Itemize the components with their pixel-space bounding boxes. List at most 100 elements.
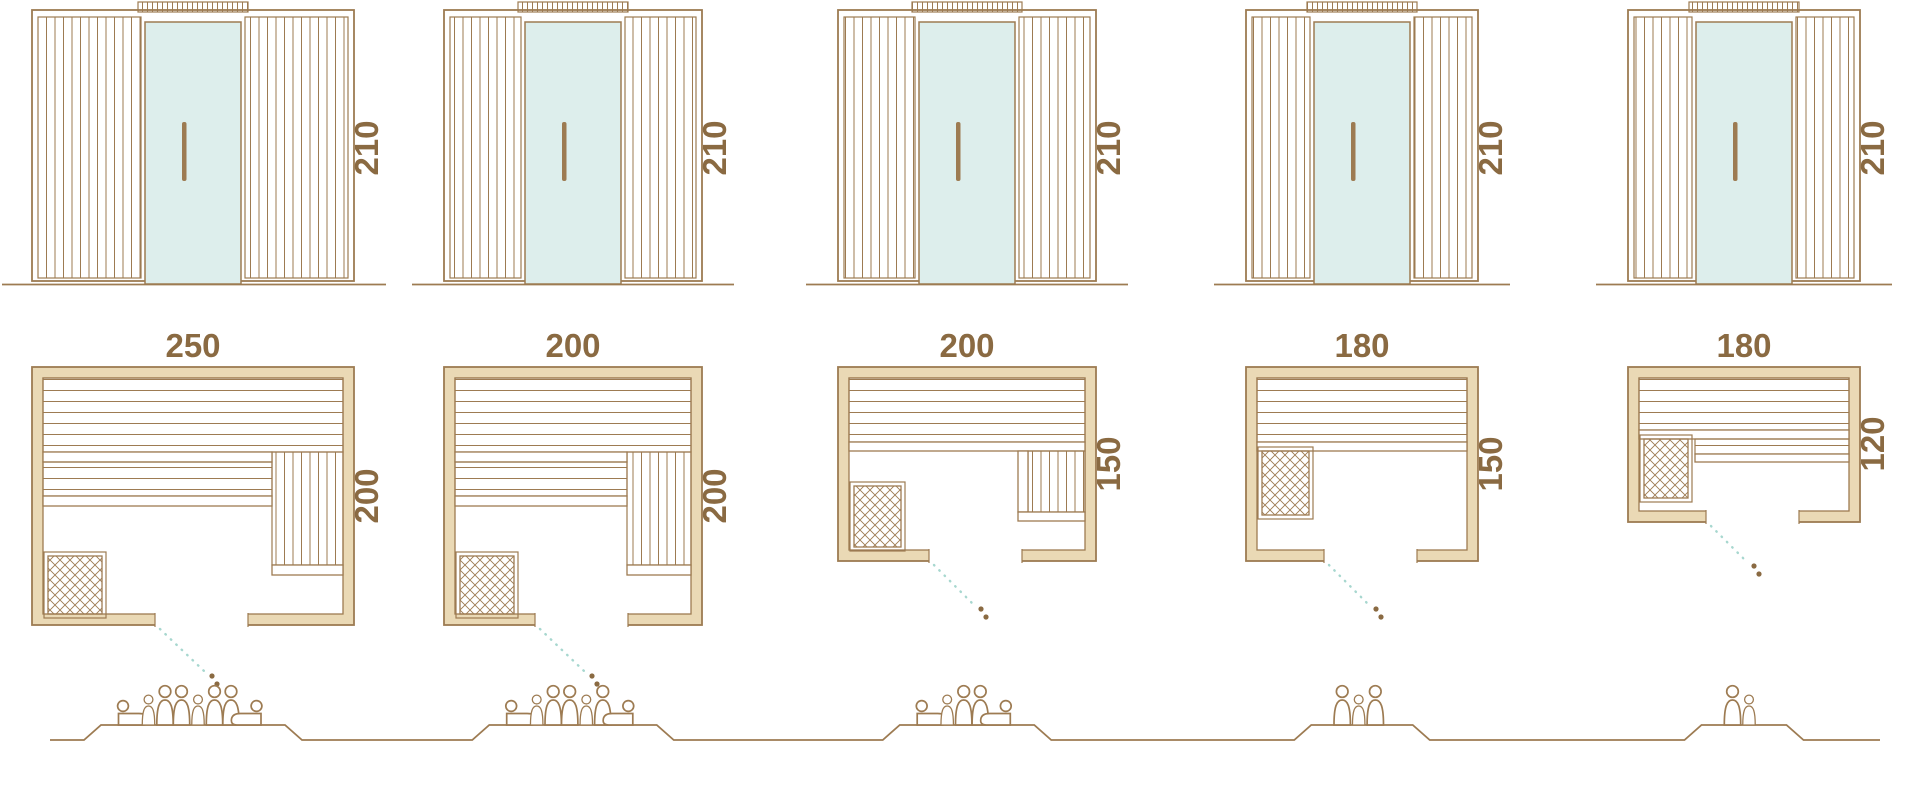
top-vent	[1306, 1, 1418, 13]
upper-bench	[1256, 377, 1468, 443]
door-swing	[1709, 524, 1748, 563]
upper-bench	[848, 377, 1086, 443]
door-swing	[932, 563, 975, 606]
width-dimension: 250	[165, 327, 220, 364]
person-icon	[1366, 684, 1385, 726]
person-icon	[1723, 684, 1742, 726]
front-elevation-4: 210	[1214, 1, 1510, 286]
front-elevation-3: 210	[806, 1, 1128, 286]
heater	[459, 555, 515, 615]
door-swing	[538, 627, 586, 673]
left-wall-panel	[843, 16, 916, 279]
person-icon	[172, 684, 191, 726]
capacity-group	[504, 684, 635, 726]
right-wall-panel	[1413, 16, 1473, 279]
heater-guard	[455, 551, 519, 619]
door-mark	[209, 673, 215, 679]
lower-bench	[1694, 438, 1850, 455]
door-mark	[1373, 606, 1379, 612]
heater-guard	[849, 481, 906, 552]
top-vent	[517, 1, 629, 13]
capacity-group	[116, 684, 263, 726]
front-elevation-5: 210	[1596, 1, 1892, 286]
door-handle	[1351, 122, 1356, 181]
lower-bench	[42, 461, 273, 497]
height-dimension: 210	[1090, 120, 1127, 175]
bench-edge	[1694, 453, 1850, 463]
door-jambs	[1705, 510, 1800, 524]
left-wall-panel	[1633, 16, 1693, 279]
floor-plan-4: 180 150	[1245, 327, 1509, 620]
bench-edge	[42, 451, 273, 463]
left-wall-panel	[1251, 16, 1311, 279]
door-mark	[1751, 563, 1757, 569]
door-jambs	[928, 549, 1023, 563]
door-opening	[155, 612, 248, 629]
capacity-group	[1333, 684, 1385, 726]
capacity-group	[1723, 684, 1756, 726]
side-bench	[271, 451, 344, 566]
door-handle	[182, 122, 187, 181]
right-wall-panel	[244, 16, 349, 279]
upper-bench	[1638, 377, 1850, 431]
heater-guard	[1639, 434, 1693, 503]
side-bench	[626, 451, 692, 566]
person-icon	[1742, 694, 1756, 726]
bench-edge	[1017, 511, 1086, 522]
left-wall-panel	[449, 16, 522, 279]
top-vent	[137, 1, 249, 13]
door-jambs	[154, 613, 249, 627]
person-icon	[954, 684, 973, 726]
door-mark	[594, 681, 600, 687]
bench-edge	[454, 451, 628, 463]
door-handle	[562, 122, 567, 181]
bench-edge	[848, 441, 1086, 452]
floor-plan-5: 180 120	[1627, 327, 1891, 577]
person-icon	[579, 694, 594, 726]
floor-plan-3: 200 150	[837, 327, 1127, 620]
person-icon	[1351, 694, 1366, 726]
glass-door	[1313, 21, 1411, 285]
bench-edge	[271, 564, 344, 576]
heater	[1261, 450, 1310, 516]
top-vent	[911, 1, 1023, 13]
heater-guard	[43, 551, 107, 619]
door-opening	[1324, 548, 1417, 565]
side-bench	[1027, 450, 1086, 513]
front-elevations-row: 210 210 210	[2, 1, 1892, 286]
width-dimension: 200	[939, 327, 994, 364]
bench-edge	[42, 495, 273, 507]
door-opening	[929, 548, 1022, 565]
door-mark	[983, 614, 989, 620]
upper-bench	[454, 377, 692, 453]
door-opening	[1706, 509, 1799, 526]
glass-door	[1695, 21, 1793, 285]
width-dimension: 200	[545, 327, 600, 364]
capacity-group	[915, 684, 1013, 726]
person-icon	[529, 694, 544, 726]
front-elevation-2: 210	[412, 1, 734, 286]
door-jambs	[1323, 549, 1418, 563]
door-swing	[1327, 563, 1370, 606]
person-icon	[155, 684, 175, 726]
bench-edge	[1017, 450, 1029, 513]
door-jambs	[534, 613, 629, 627]
door-handle	[956, 122, 961, 181]
floor-plans-row: 250 200 200 200	[31, 327, 1891, 687]
floor-plan-1: 250 200	[31, 327, 385, 687]
glass-door	[144, 21, 242, 285]
bench-edge	[626, 564, 692, 576]
capacity-groups	[116, 684, 1756, 726]
heater	[1643, 438, 1689, 499]
ground-line	[50, 724, 1880, 741]
right-wall-panel	[1018, 16, 1091, 279]
lower-bench	[454, 461, 628, 497]
bench-edge	[1256, 441, 1468, 452]
height-dimension: 210	[1854, 120, 1891, 175]
upper-bench	[42, 377, 344, 453]
right-wall-panel	[624, 16, 697, 279]
height-dimension: 210	[348, 120, 385, 175]
width-dimension: 180	[1716, 327, 1771, 364]
